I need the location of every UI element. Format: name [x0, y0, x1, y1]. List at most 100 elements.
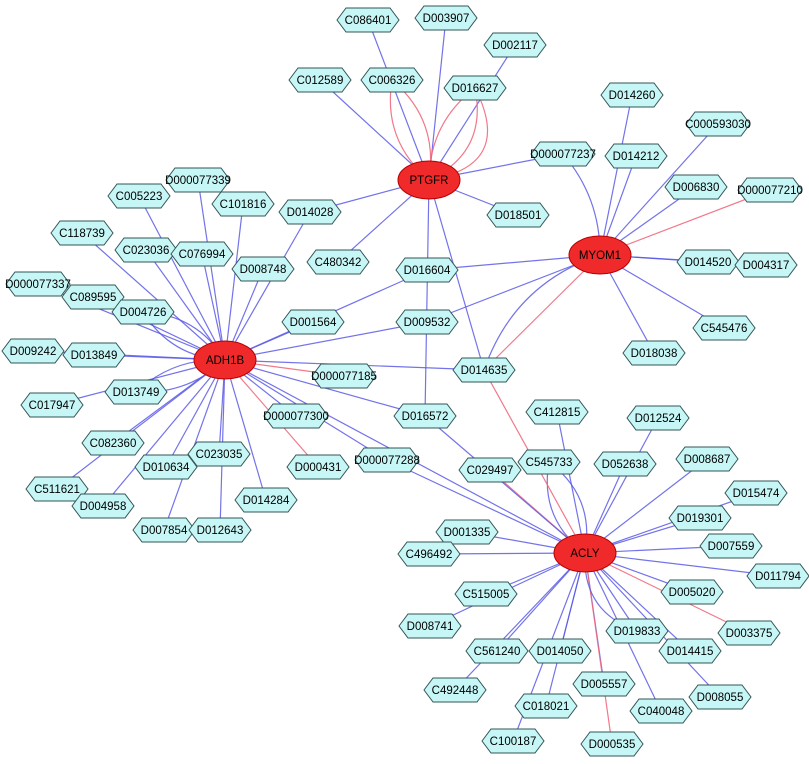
- hub-ptgfr[interactable]: PTGFR: [397, 160, 461, 200]
- node-d000077210[interactable]: D000077210: [737, 177, 803, 203]
- hub-adh1b[interactable]: ADH1B: [193, 340, 257, 380]
- hexagon-shape: [734, 252, 798, 278]
- node-d000535[interactable]: D000535: [580, 731, 644, 757]
- hexagon-shape: [593, 451, 657, 477]
- edge-adh1b-c005223: [138, 195, 226, 361]
- node-c118739[interactable]: C118739: [50, 220, 114, 246]
- node-d008055[interactable]: D008055: [688, 684, 752, 710]
- node-c545733[interactable]: C545733: [517, 449, 581, 475]
- node-d003907[interactable]: D003907: [414, 5, 478, 31]
- node-d000077339[interactable]: D000077339: [165, 167, 231, 193]
- node-d052638[interactable]: D052638: [593, 451, 657, 477]
- node-d014520[interactable]: D014520: [676, 249, 740, 275]
- node-d015474[interactable]: D015474: [724, 480, 788, 506]
- hub-acly[interactable]: ACLY: [553, 533, 617, 573]
- ellipse-shape: [553, 533, 617, 573]
- node-c511621[interactable]: C511621: [25, 476, 89, 502]
- node-d004317[interactable]: D004317: [734, 252, 798, 278]
- node-d000077288[interactable]: D000077288: [354, 447, 420, 473]
- node-c040048[interactable]: C040048: [629, 698, 693, 724]
- node-d018501[interactable]: D018501: [486, 202, 550, 228]
- hub-myom1[interactable]: MYOM1: [568, 235, 632, 275]
- node-c515005[interactable]: C515005: [454, 581, 518, 607]
- node-d008748[interactable]: D008748: [231, 256, 295, 282]
- node-c017947[interactable]: C017947: [20, 392, 84, 418]
- node-c545476[interactable]: C545476: [692, 315, 756, 341]
- node-d002117[interactable]: D002117: [483, 32, 547, 58]
- node-c496492[interactable]: C496492: [397, 541, 461, 567]
- hub-label: ACLY: [570, 548, 600, 560]
- node-d014284[interactable]: D014284: [234, 487, 298, 513]
- node-d016627[interactable]: D016627: [443, 75, 507, 101]
- node-c012589[interactable]: C012589: [288, 67, 352, 93]
- node-label: D008741: [407, 621, 454, 633]
- node-d004726[interactable]: D004726: [111, 299, 175, 325]
- node-d012524[interactable]: D012524: [626, 405, 690, 431]
- node-d013749[interactable]: D013749: [104, 379, 168, 405]
- node-c089595[interactable]: C089595: [61, 284, 125, 310]
- ellipse-shape: [193, 340, 257, 380]
- node-d013849[interactable]: D013849: [62, 342, 126, 368]
- node-d014260[interactable]: D014260: [600, 82, 664, 108]
- node-c480342[interactable]: C480342: [306, 249, 370, 275]
- node-c018021[interactable]: C018021: [514, 693, 578, 719]
- hexagon-shape: [717, 620, 781, 646]
- node-d014415[interactable]: D014415: [658, 638, 722, 664]
- node-label: C018021: [523, 701, 570, 713]
- node-c005223[interactable]: C005223: [107, 183, 171, 209]
- node-d016604[interactable]: D016604: [395, 257, 459, 283]
- node-d009242[interactable]: D009242: [1, 338, 65, 364]
- node-d003375[interactable]: D003375: [717, 620, 781, 646]
- node-d004958[interactable]: D004958: [71, 493, 135, 519]
- node-c492448[interactable]: C492448: [423, 677, 487, 703]
- node-d010634[interactable]: D010634: [134, 454, 198, 480]
- node-c082360[interactable]: C082360: [81, 430, 145, 456]
- node-d019301[interactable]: D019301: [668, 505, 732, 531]
- node-d014212[interactable]: D014212: [604, 143, 668, 169]
- node-c561240[interactable]: C561240: [465, 638, 529, 664]
- node-d016572[interactable]: D016572: [393, 403, 457, 429]
- node-c006326[interactable]: C006326: [360, 67, 424, 93]
- node-d001335[interactable]: D001335: [435, 519, 499, 545]
- node-d005020[interactable]: D005020: [660, 579, 724, 605]
- node-d005557[interactable]: D005557: [572, 671, 636, 697]
- node-label: C023035: [196, 449, 243, 461]
- node-c086401[interactable]: C086401: [336, 7, 400, 33]
- hub-label: ADH1B: [206, 355, 245, 367]
- node-d007854[interactable]: D007854: [132, 517, 196, 543]
- node-d012643[interactable]: D012643: [188, 517, 252, 543]
- node-d009532[interactable]: D009532: [395, 309, 459, 335]
- node-d000077237[interactable]: D000077237: [530, 141, 596, 167]
- node-d019833[interactable]: D019833: [605, 618, 669, 644]
- node-label: C012589: [297, 75, 344, 87]
- node-d000431[interactable]: D000431: [286, 454, 350, 480]
- node-d008741[interactable]: D008741: [398, 613, 462, 639]
- node-d018038[interactable]: D018038: [622, 340, 686, 366]
- node-d001564[interactable]: D001564: [281, 309, 345, 335]
- node-d014028[interactable]: D014028: [278, 199, 342, 225]
- node-d011794[interactable]: D011794: [746, 563, 809, 589]
- node-c076994[interactable]: C076994: [170, 241, 234, 267]
- node-d000077300[interactable]: D000077300: [263, 403, 329, 429]
- node-d014635[interactable]: D014635: [452, 357, 516, 383]
- node-d014050[interactable]: D014050: [528, 638, 592, 664]
- edge-acly-d015474: [584, 492, 757, 554]
- node-d006830[interactable]: D006830: [664, 174, 728, 200]
- node-c023036[interactable]: C023036: [114, 237, 178, 263]
- edge-myom1-d000077210: [599, 189, 771, 256]
- node-d008687[interactable]: D008687: [675, 446, 739, 472]
- node-c101816[interactable]: C101816: [211, 191, 275, 217]
- node-c000593030[interactable]: C000593030: [685, 111, 751, 137]
- node-c029497[interactable]: C029497: [458, 457, 522, 483]
- node-label: D000431: [295, 462, 342, 474]
- node-c023035[interactable]: C023035: [187, 441, 251, 467]
- node-label: C412815: [534, 407, 581, 419]
- node-label: C101816: [220, 199, 267, 211]
- hexagon-shape: [746, 563, 809, 589]
- node-d000077185[interactable]: D000077185: [311, 363, 377, 389]
- hexagon-shape: [1, 338, 65, 364]
- node-d000077337[interactable]: D000077337: [5, 271, 71, 297]
- node-d007559[interactable]: D007559: [699, 533, 763, 559]
- node-c100187[interactable]: C100187: [481, 728, 545, 754]
- node-c412815[interactable]: C412815: [525, 399, 589, 425]
